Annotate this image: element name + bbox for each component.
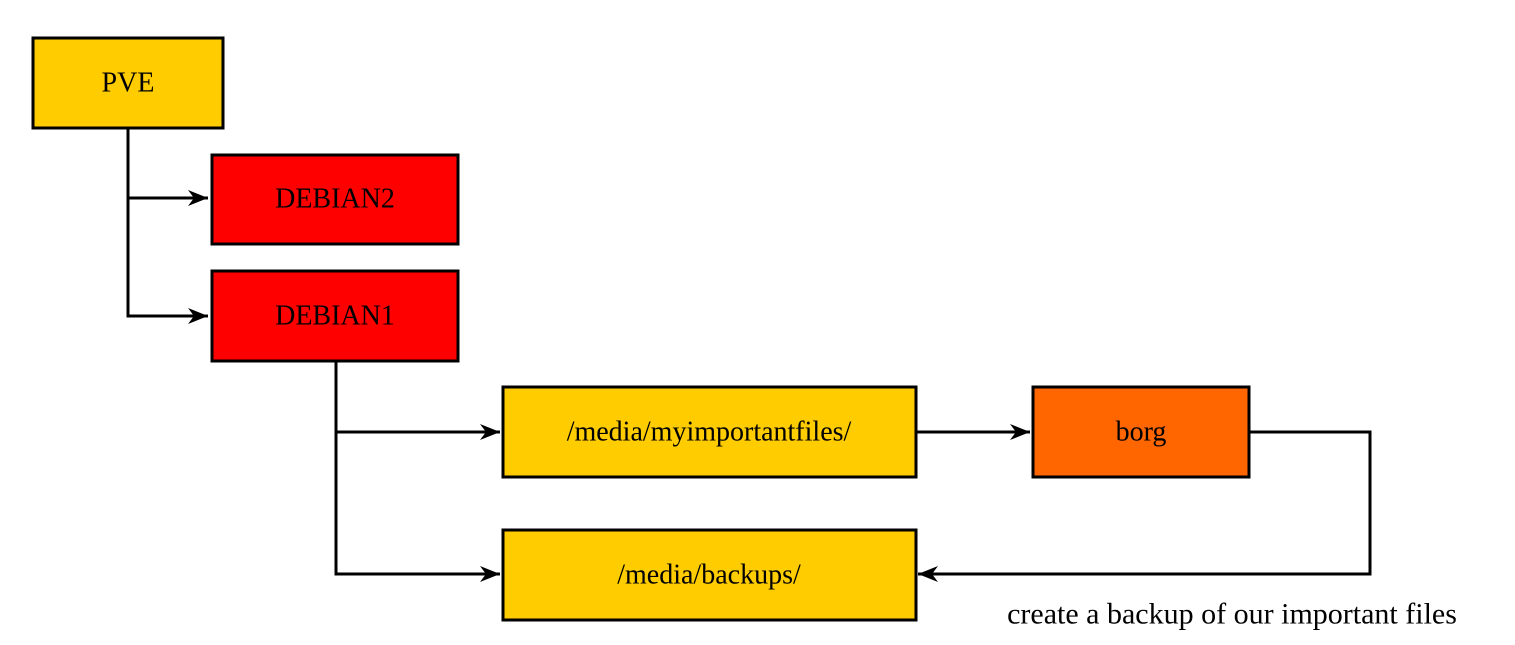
node-debian2: DEBIAN2: [210, 153, 460, 246]
edge-label-backup-note: create a backup of our important files: [1007, 598, 1457, 631]
node-myimportantfiles: /media/myimportantfiles/: [501, 385, 918, 479]
edge-debian1-to-myimportantfiles: [334, 361, 500, 440]
node-debian1: DEBIAN1: [210, 269, 460, 363]
node-borg: borg: [1031, 385, 1251, 479]
node-debian1-label: DEBIAN1: [275, 301, 395, 332]
node-pve-label: PVE: [102, 68, 155, 99]
node-pve: PVE: [31, 36, 225, 130]
node-myimportantfiles-label: /media/myimportantfiles/: [567, 417, 852, 448]
node-debian1-box: [210, 269, 460, 363]
node-borg-label: borg: [1116, 417, 1167, 448]
node-backups-label: /media/backups/: [617, 560, 801, 591]
edge-borg-to-backups: [918, 430, 1372, 582]
node-backups: /media/backups/: [501, 528, 918, 622]
edge-debian1-to-backups: [334, 432, 500, 582]
edge-pve-to-debian2: [126, 128, 208, 206]
node-myimportantfiles-box: [501, 385, 918, 479]
node-debian2-box: [210, 153, 460, 246]
edge-pve-to-debian1: [126, 198, 208, 324]
node-debian2-label: DEBIAN2: [275, 184, 395, 215]
node-pve-box: [31, 36, 225, 130]
node-borg-box: [1031, 385, 1251, 479]
node-backups-box: [501, 528, 918, 622]
